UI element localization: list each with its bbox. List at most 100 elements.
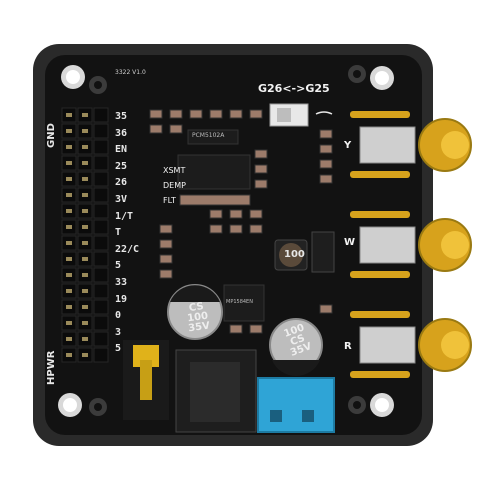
cap-big-label: CS 100 35V <box>185 301 211 334</box>
led-label-demp: DEMP <box>163 181 186 190</box>
header-pin-contact <box>82 305 88 309</box>
header-pin-contact <box>66 241 72 245</box>
rca-pin <box>350 271 410 278</box>
rca-label-w: W <box>344 237 356 248</box>
blue-connector[interactable] <box>257 377 335 433</box>
screw-top-right <box>348 65 366 83</box>
switch-arrow <box>315 111 333 115</box>
pin-label: 22/C <box>115 243 140 255</box>
smd-components <box>149 109 333 334</box>
smd-part <box>249 109 263 119</box>
header-pin <box>93 331 109 347</box>
header-pin <box>93 171 109 187</box>
smd-part <box>254 179 268 189</box>
header-pin <box>93 315 109 331</box>
header-pin-contact <box>82 113 88 117</box>
mounting-hole-tr <box>370 66 394 90</box>
rca-pin <box>350 371 410 378</box>
rca-body <box>359 326 416 364</box>
rca-body <box>359 126 416 164</box>
smd-part <box>159 239 173 249</box>
smd-part <box>209 224 223 234</box>
dac-chip <box>177 154 251 190</box>
chip-top-label: PCM5102A <box>192 132 225 139</box>
smd-part <box>149 109 163 119</box>
pin-label: 3V <box>115 194 128 205</box>
screw-bottom-left <box>89 398 107 416</box>
mounting-hole-tl <box>61 65 85 89</box>
header-pin-contact <box>66 113 72 117</box>
pin-label: 5 <box>115 343 122 355</box>
smd-part <box>254 164 268 174</box>
pin-label: 33 <box>115 277 128 288</box>
pin-label: 19 <box>115 293 128 305</box>
smd-part <box>319 159 333 169</box>
inductor-label: 100 <box>284 249 305 260</box>
smd-part <box>209 209 223 219</box>
header-pin-contact <box>66 257 72 261</box>
header-pin <box>93 219 109 235</box>
rca-socket-inner <box>441 131 469 159</box>
smd-part <box>159 269 173 279</box>
inductor <box>274 239 308 271</box>
yellow-jumper[interactable] <box>123 340 169 420</box>
smd-part <box>249 224 263 234</box>
header-pin-contact <box>82 177 88 181</box>
header-pin-contact <box>66 225 72 229</box>
pin-label: EN <box>115 144 128 156</box>
slide-switch[interactable] <box>269 103 309 127</box>
smd-part <box>209 109 223 119</box>
header-pin-contact <box>66 305 72 309</box>
led-label-flt: FLT <box>163 196 176 205</box>
capacitor-right <box>269 318 323 376</box>
header-pin <box>93 251 109 267</box>
header-pin-contact <box>66 145 72 149</box>
header-pin-contact <box>82 129 88 133</box>
switch-label: G26<->G25 <box>258 82 330 95</box>
header-pin-contact <box>82 145 88 149</box>
smd-part <box>169 109 183 119</box>
header-pin-contact <box>82 225 88 229</box>
header-pin <box>93 347 109 363</box>
left-label-gnd: GND <box>46 123 57 148</box>
smd-part <box>159 224 173 234</box>
header-pin-contact <box>82 321 88 325</box>
header-pin <box>93 203 109 219</box>
black-diode <box>311 231 335 273</box>
header-pin-contact <box>66 209 72 213</box>
rca-body <box>359 226 416 264</box>
smd-part <box>319 129 333 139</box>
smd-part <box>159 254 173 264</box>
header-pin <box>93 235 109 251</box>
header-pin-contact <box>66 289 72 293</box>
header-pin-contact <box>82 241 88 245</box>
header-pin-contact <box>66 353 72 357</box>
smd-part <box>169 124 183 134</box>
mounting-hole-bl <box>58 393 82 417</box>
smd-part <box>319 304 333 314</box>
header-pin-contact <box>82 353 88 357</box>
header-pin-contact <box>66 193 72 197</box>
pin-label: 35 <box>115 111 128 122</box>
rca-pin <box>350 211 410 218</box>
rca-pin <box>350 311 410 318</box>
rca-connectors <box>350 111 472 378</box>
header-pin-contact <box>66 177 72 181</box>
smd-part <box>229 224 243 234</box>
header-pin <box>93 299 109 315</box>
header-pin-contact <box>66 129 72 133</box>
pin-label: 26 <box>115 177 128 189</box>
screw-top-left <box>89 76 107 94</box>
board-version-label: 3322 V1.0 <box>115 69 146 76</box>
led-label-xsmt: XSMT <box>163 166 186 175</box>
pin-label: 25 <box>115 160 128 172</box>
left-label-hpwr: HPWR <box>46 350 57 385</box>
pin-label: 0 <box>115 310 122 322</box>
smd-part <box>229 324 243 334</box>
smd-part <box>149 124 163 134</box>
rca-label-y: Y <box>344 140 352 151</box>
screw-bottom-right <box>348 396 366 414</box>
header-pin <box>93 123 109 139</box>
header-pin-contact <box>82 257 88 261</box>
